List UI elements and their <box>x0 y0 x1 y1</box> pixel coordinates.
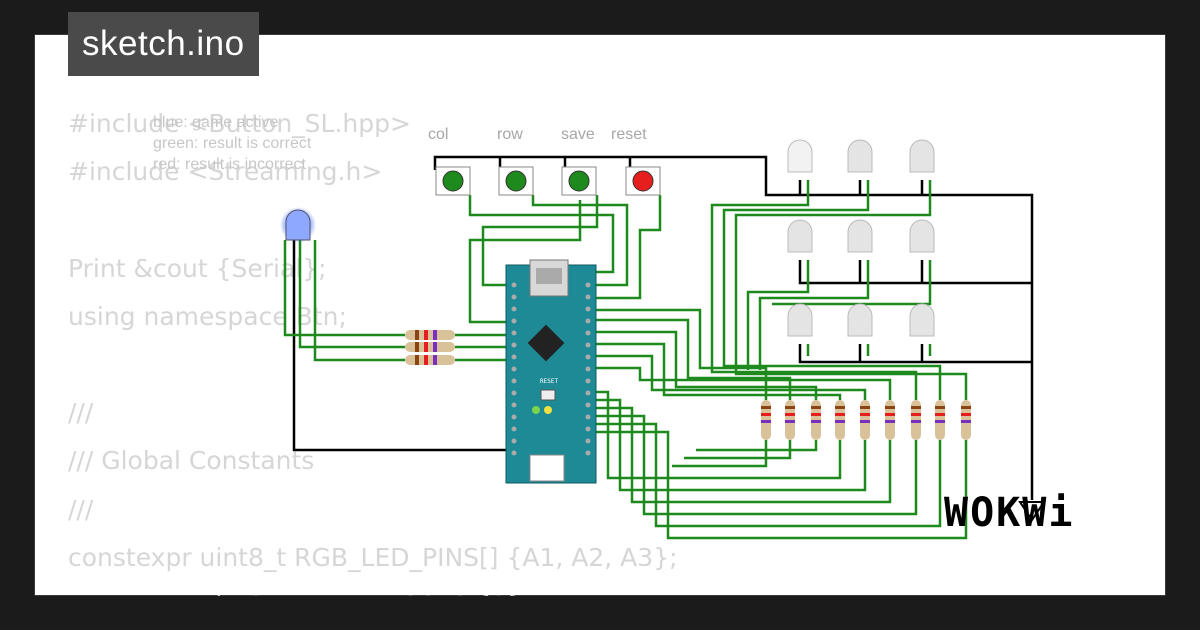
resistor <box>935 400 945 440</box>
led-1-2 <box>847 139 873 173</box>
legend-note: blue: game active green: result is corre… <box>153 112 311 175</box>
resistor <box>405 342 455 352</box>
led-2-1 <box>787 219 813 253</box>
resistor <box>835 400 845 440</box>
push-button-row[interactable] <box>498 166 534 196</box>
legend-red: red: result is incorrect <box>153 156 306 173</box>
board-reset-label: RESET <box>540 378 558 385</box>
arduino-nano[interactable]: RESET <box>505 259 597 484</box>
button-label-reset: reset <box>611 126 647 143</box>
led-matrix <box>787 139 935 337</box>
editor-card <box>34 34 1166 596</box>
resistor <box>961 400 971 440</box>
led-2-3 <box>909 219 935 253</box>
button-label-save: save <box>561 126 595 143</box>
code-line: constexpr uint8_t MATRIX_COLS {3}; <box>68 582 678 596</box>
push-button-reset[interactable] <box>625 166 661 196</box>
push-button-save[interactable] <box>561 166 597 196</box>
resistor <box>761 400 771 440</box>
resistors-rgb <box>405 330 455 365</box>
code-line: #include <Streaming.h> <box>68 157 383 187</box>
ground-symbol <box>1018 501 1046 522</box>
code-line: Print &cout {Serial}; <box>68 253 327 283</box>
wokwi-logo: WOKWi <box>944 490 1075 536</box>
led-3-3 <box>909 303 935 337</box>
code-line: using namespace Btn; <box>68 301 347 331</box>
led-1-1 <box>787 139 813 173</box>
led-2-2 <box>847 219 873 253</box>
push-button-col[interactable] <box>435 166 471 196</box>
signal-wires <box>283 180 968 540</box>
resistor <box>405 330 455 340</box>
legend-blue: blue: game active <box>153 114 279 131</box>
led-3-2 <box>847 303 873 337</box>
resistor <box>860 400 870 440</box>
led-1-3 <box>909 139 935 173</box>
legend-green: green: result is correct <box>153 135 312 152</box>
resistor <box>405 355 455 365</box>
button-label-col: col <box>428 126 449 143</box>
resistor <box>885 400 895 440</box>
code-line: /// <box>68 494 94 524</box>
resistors-matrix <box>761 400 971 440</box>
rgb-led[interactable] <box>280 207 316 243</box>
button-label-row: row <box>497 126 523 143</box>
file-tab[interactable]: sketch.ino <box>68 12 259 76</box>
resistor <box>811 400 821 440</box>
resistor <box>785 400 795 440</box>
led-3-1 <box>787 303 813 337</box>
code-line: #include <Button_SL.hpp> <box>68 109 411 138</box>
resistor <box>911 400 921 440</box>
code-editor[interactable]: #include <Button_SL.hpp> #include <Strea… <box>68 100 678 596</box>
code-line: /// <box>68 398 94 428</box>
code-line: constexpr uint8_t RGB_LED_PINS[] {A1, A2… <box>68 542 678 572</box>
